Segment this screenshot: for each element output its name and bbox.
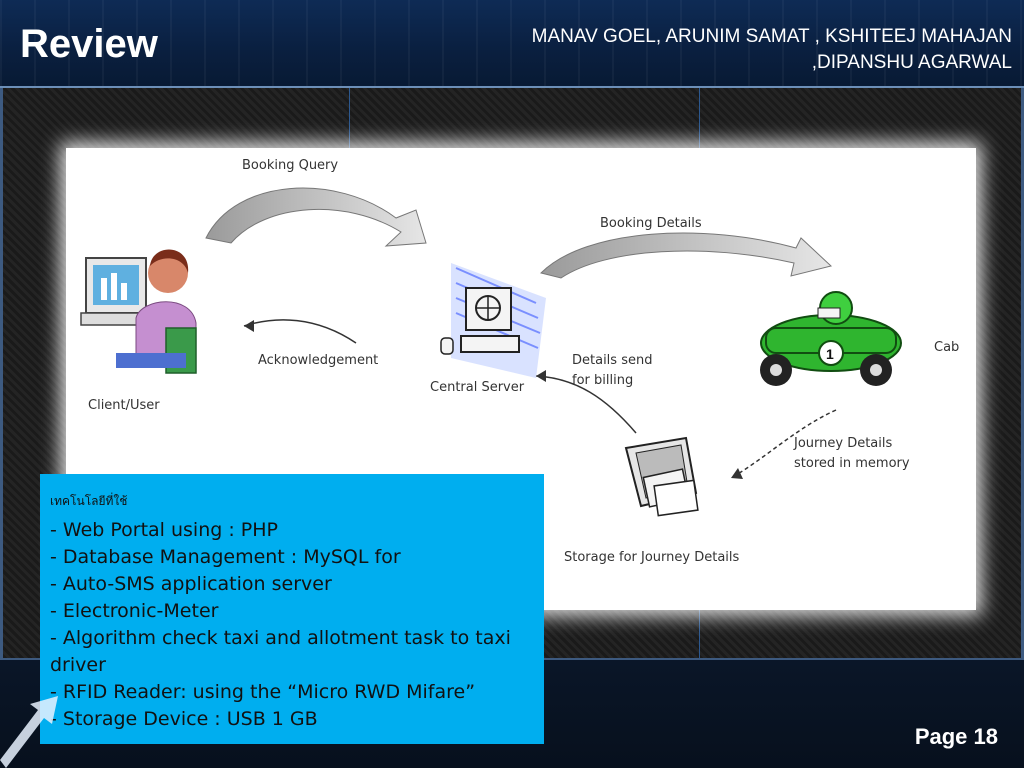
journey-details-arrow	[730, 409, 837, 479]
slide-title: Review	[20, 22, 158, 66]
label-cab: Cab	[934, 340, 960, 355]
svg-text:1: 1	[826, 346, 834, 362]
label-stored-in-memory: stored in memory	[794, 456, 910, 471]
label-journey-details: Journey Details	[794, 436, 893, 451]
label-acknowledgement: Acknowledgement	[258, 353, 379, 368]
authors-line-2: ,DIPANSHU AGARWAL	[811, 52, 1012, 73]
label-storage: Storage for Journey Details	[564, 550, 740, 565]
label-booking-details: Booking Details	[600, 216, 702, 231]
label-details-send: Details send	[572, 353, 653, 368]
list-item: - Algorithm check taxi and allotment tas…	[50, 627, 511, 676]
decorative-arrow-icon	[0, 696, 58, 768]
client-user-illustration	[80, 249, 197, 374]
technologies-box: เทคโนโลยีที่ใช้ - Web Portal using : PHP…	[40, 474, 544, 744]
page-number: Page 18	[914, 724, 998, 749]
label-booking-query: Booking Query	[242, 158, 339, 173]
central-server-illustration	[440, 263, 546, 378]
list-item: - Auto-SMS application server	[50, 573, 332, 595]
slide-header: Review MANAV GOEL, ARUNIM SAMAT , KSHITE…	[0, 0, 1024, 88]
list-item: - Storage Device : USB 1 GB	[50, 708, 318, 730]
list-item: - Web Portal using : PHP	[50, 519, 278, 541]
diagram-graphics: 1	[80, 187, 902, 517]
booking-query-arrow	[205, 187, 427, 247]
label-for-billing: for billing	[572, 373, 634, 388]
storage-illustration	[624, 436, 699, 517]
label-central-server: Central Server	[430, 380, 525, 395]
authors-line-1: MANAV GOEL, ARUNIM SAMAT , KSHITEEJ MAHA…	[531, 26, 1012, 47]
technologies-heading: เทคโนโลยีที่ใช้	[50, 494, 128, 508]
details-send-arrow	[535, 375, 637, 434]
cab-illustration: 1	[760, 291, 902, 386]
list-item: - Database Management : MySQL for	[50, 546, 401, 568]
acknowledgement-arrow	[243, 319, 357, 344]
booking-details-arrow	[540, 232, 833, 279]
label-client-user: Client/User	[88, 398, 160, 413]
list-item: - RFID Reader: using the “Micro RWD Mifa…	[50, 681, 476, 703]
authors: MANAV GOEL, ARUNIM SAMAT , KSHITEEJ MAHA…	[392, 24, 1012, 76]
list-item: - Electronic-Meter	[50, 600, 219, 622]
